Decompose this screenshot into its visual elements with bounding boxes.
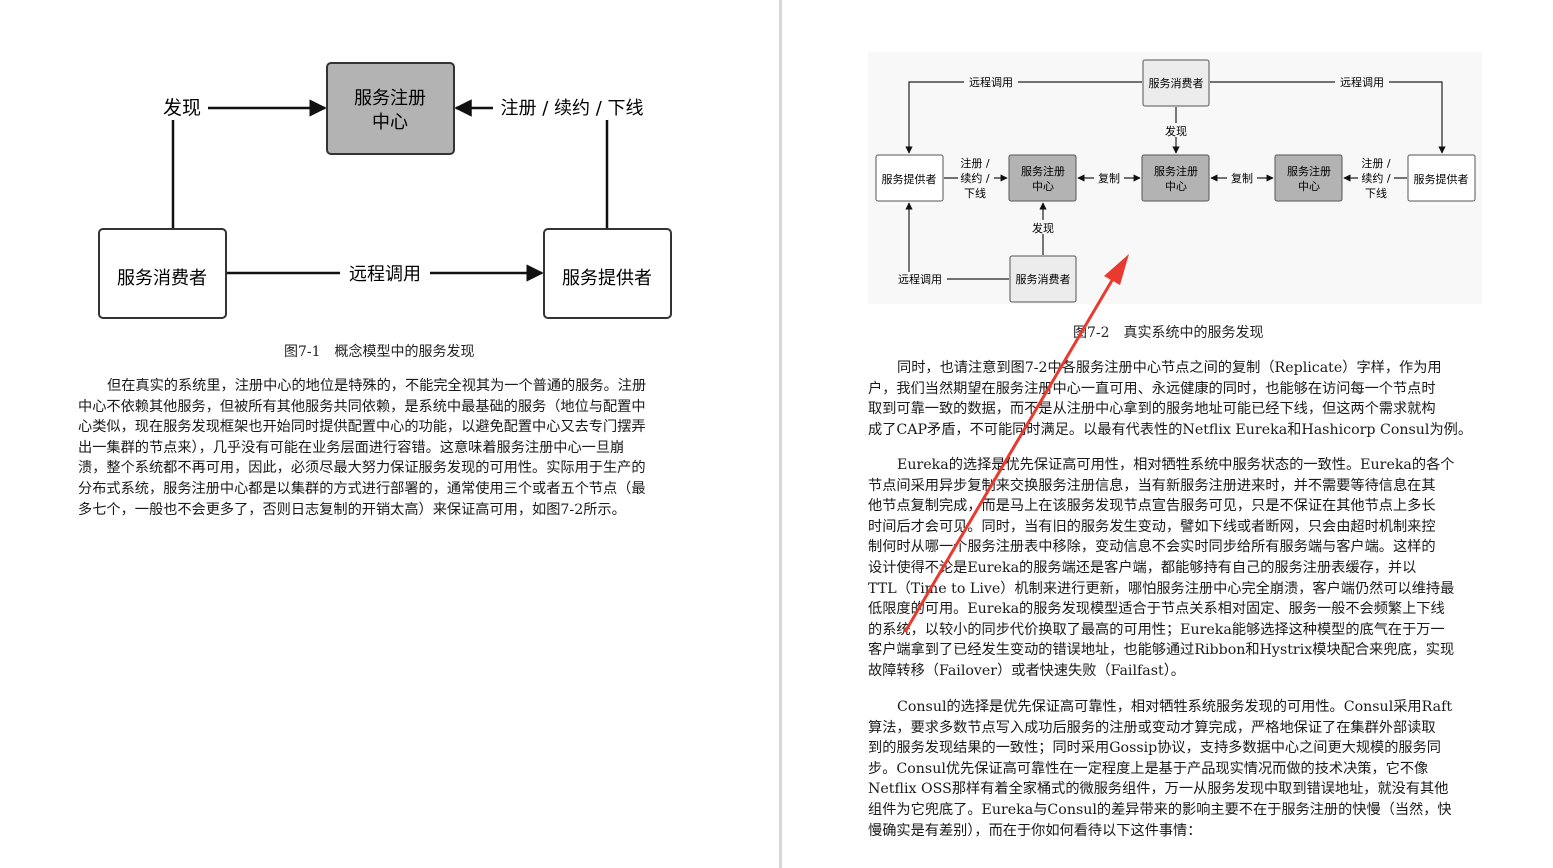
- text-line: 多七个，一般也不会更多了，否则日志复制的开销太高）来保证高可用，如图7-2所示。: [78, 501, 626, 518]
- fig2-provider-right: 服务提供者: [1407, 154, 1476, 202]
- text-line: Netflix OSS那样有着全家桶式的微服务组件，万一从服务发现中取到错误地址…: [868, 781, 1449, 798]
- text-line: 到的服务发现结果的一致性；同时采用Gossip协议，支持多数据中心之间更大规模的…: [868, 740, 1441, 757]
- text-line: 分布式系统，服务注册中心都是以集群的方式进行部署的，通常使用三个或者五个节点（最: [78, 480, 646, 497]
- fig1-register-edge: 注册 / 续约 / 下线: [454, 94, 649, 228]
- text-line: 他节点复制完成，而是马上在该服务发现节点宣告服务可见，只是不保证在其他节点上多长: [868, 498, 1436, 515]
- text-line: 算法，要求多数节点写入成功后服务的注册或变动才算完成，严格地保证了在集群外部读取: [868, 719, 1436, 736]
- fig2-registry-right: 服务注册 中心: [1274, 154, 1343, 202]
- fig1-provider-label: 服务提供者: [562, 268, 652, 289]
- fig2-registry-right-label-1: 服务注册: [1287, 164, 1331, 178]
- text-line: 制何时从哪一个服务注册表中移除，变动信息不会实时同步给所有服务端与客户端。这样的: [868, 539, 1436, 556]
- left-paragraph: 但在真实的系统里，注册中心的地位是特殊的，不能完全视其为一个普通的服务。注册 中…: [78, 376, 646, 520]
- text-line: 步。Consul优先保证高可靠性在一定程度上是基于产品现实情况而做的技术决策，它…: [868, 760, 1429, 777]
- text-line: 成了CAP矛盾，不可能同时满足。以最有代表性的Netflix Eureka和Ha…: [868, 421, 1473, 438]
- text-line: 取到可靠一致的数据，而不是从注册中心拿到的服务地址可能已经下线，但这两个需求就构: [868, 401, 1436, 418]
- fig2-discover-label-bottom: 发现: [1032, 221, 1054, 235]
- fig2-provider-left-label: 服务提供者: [882, 172, 937, 186]
- text-line: 同时，也请注意到图7-2中各服务注册中心节点之间的复制（Replicate）字样…: [897, 360, 1442, 376]
- text-line: 出一集群的节点来），几乎没有可能在业务层面进行容错。这意味着服务注册中心一旦崩: [78, 439, 625, 456]
- text-line: 故障转移（Failover）或者快速失败（Failfast）。: [868, 662, 1185, 679]
- fig2-registry-left-label-2: 中心: [1032, 180, 1054, 193]
- page-divider: [779, 0, 782, 868]
- text-line: 中心不依赖其他服务，但被所有其他服务共同依赖，是系统中最基础的服务（地位与配置中: [78, 398, 646, 415]
- text-line: 设计使得不论是Eureka的服务端还是客户端，都能够持有自己的服务注册表缓存，并…: [868, 559, 1417, 576]
- fig2-replicate-label-right: 复制: [1231, 171, 1253, 185]
- fig2-registry-center: 服务注册 中心: [1141, 154, 1210, 202]
- fig2-provider-right-label: 服务提供者: [1414, 172, 1469, 186]
- fig2-register-right-1: 注册 /: [1361, 156, 1390, 170]
- fig1-registry-node: 服务注册 中心: [326, 62, 455, 155]
- fig1-registry-label-1: 服务注册: [354, 88, 426, 109]
- fig2-discover-edge-top: 发现: [1162, 107, 1190, 154]
- fig2-rpc-label-top-left: 远程调用: [969, 76, 1013, 89]
- text-line: 慢确实是有差别），而在于你如何看待以下这件事情：: [868, 822, 1202, 839]
- fig2-consumer-bottom-label: 服务消费者: [1016, 272, 1071, 286]
- text-line: 客户端拿到了已经发生变动的错误地址，也能够通过Ribbon和Hystrix模块配…: [868, 642, 1455, 659]
- fig2-register-right-3: 下线: [1365, 186, 1387, 200]
- figure-7-2: 服务消费者 服务消费者 服务提供者 服务提供者 服务注册 中心 服务注册 中心: [868, 52, 1482, 304]
- text-line: TTL（Time to Live）机制来进行更新，哪怕服务注册中心完全崩溃，客户…: [868, 580, 1455, 597]
- right-paragraph-2: Eureka的选择是优先保证高可用性，相对牺牲系统中服务状态的一致性。Eurek…: [868, 455, 1454, 682]
- fig2-registry-right-label-2: 中心: [1298, 180, 1320, 193]
- fig1-consumer-node: 服务消费者: [98, 228, 227, 319]
- fig1-rpc-edge: 远程调用: [227, 260, 544, 286]
- fig2-rpc-edge-top-right: 远程调用: [1210, 75, 1446, 154]
- fig2-registry-left-label-1: 服务注册: [1021, 164, 1065, 178]
- text-line: 溃，整个系统都不再可用，因此，必须尽最大努力保证服务发现的可用性。实际用于生产的: [78, 460, 646, 477]
- figure-7-2-caption: 图7-2 真实系统中的服务发现: [1073, 325, 1264, 341]
- fig2-discover-label-top: 发现: [1165, 124, 1187, 138]
- right-paragraph-1: 同时，也请注意到图7-2中各服务注册中心节点之间的复制（Replicate）字样…: [868, 358, 1472, 440]
- fig2-rpc-label-top-right: 远程调用: [1340, 76, 1384, 89]
- fig2-discover-edge-bottom: 发现: [1029, 202, 1057, 255]
- text-line: Consul的选择是优先保证高可靠性，相对牺牲系统服务发现的可用性。Consul…: [897, 699, 1453, 715]
- text-line: 心类似，现在服务发现框架也开始同时提供配置中心的功能，以避免配置中心又去专门摆弄: [78, 419, 646, 436]
- fig2-consumer-top: 服务消费者: [1142, 59, 1210, 107]
- text-line: 低限度的可用。Eureka的服务发现模型适合于节点关系相对固定、服务一般不会频繁…: [868, 601, 1445, 618]
- fig1-register-label: 注册 / 续约 / 下线: [500, 98, 643, 119]
- left-page: 服务注册 中心 服务消费者 服务提供者 发现 注册 / 续约 / 下线 远程调用: [78, 62, 672, 520]
- text-line: 节点间采用异步复制来交换服务注册信息，当有新服务注册进来时，并不需要等待信息在其: [868, 477, 1436, 494]
- fig2-rpc-label-bottom: 远程调用: [898, 273, 942, 286]
- fig2-register-edge-right: 注册 / 续约 / 下线: [1343, 155, 1407, 201]
- right-page: 服务消费者 服务消费者 服务提供者 服务提供者 服务注册 中心 服务注册 中心: [782, 0, 1553, 868]
- fig2-register-right-2: 续约 /: [1361, 171, 1390, 185]
- fig2-registry-center-label-2: 中心: [1165, 180, 1187, 193]
- fig2-registry-center-label-1: 服务注册: [1154, 164, 1198, 178]
- fig1-discover-edge: 发现: [156, 94, 327, 228]
- fig2-register-left-2: 续约 /: [960, 171, 989, 185]
- fig1-discover-label: 发现: [163, 97, 201, 119]
- fig1-consumer-label: 服务消费者: [117, 268, 207, 289]
- fig2-consumer-top-label: 服务消费者: [1149, 76, 1204, 90]
- figure-7-1: 服务注册 中心 服务消费者 服务提供者 发现 注册 / 续约 / 下线 远程调用: [98, 62, 672, 319]
- fig1-rpc-label: 远程调用: [349, 264, 421, 285]
- fig2-replicate-edge-right: 复制: [1210, 171, 1274, 185]
- fig2-rpc-edge-top-left: 远程调用: [905, 75, 1142, 154]
- fig2-replicate-edge-left: 复制: [1077, 171, 1141, 185]
- fig2-provider-left: 服务提供者: [875, 154, 944, 202]
- fig1-provider-node: 服务提供者: [543, 228, 672, 319]
- text-line: 组件为它兜底了。Eureka与Consul的差异带来的影响主要不在于服务注册的快…: [868, 801, 1452, 818]
- text-line: 户，我们当然期望在服务注册中心一直可用、永远健康的同时，也能够在访问每一个节点时: [868, 380, 1436, 397]
- fig2-replicate-label-left: 复制: [1098, 171, 1120, 185]
- text-line: Eureka的选择是优先保证高可用性，相对牺牲系统中服务状态的一致性。Eurek…: [897, 457, 1455, 473]
- text-line: 的系统，以较小的同步代价换取了最高的可用性；Eureka能够选择这种模型的底气在…: [868, 621, 1445, 638]
- text-line: 但在真实的系统里，注册中心的地位是特殊的，不能完全视其为一个普通的服务。注册: [107, 378, 647, 394]
- fig2-register-left-1: 注册 /: [960, 156, 989, 170]
- fig2-register-edge-left: 注册 / 续约 / 下线: [944, 155, 1008, 201]
- fig2-consumer-bottom: 服务消费者: [1009, 255, 1077, 303]
- fig2-registry-left: 服务注册 中心: [1008, 154, 1077, 202]
- fig2-register-left-3: 下线: [964, 186, 986, 200]
- fig1-registry-label-2: 中心: [372, 112, 408, 133]
- text-line: 时间后才会可见。同时，当有旧的服务发生变动，譬如下线或者断网，只会由超时机制来控: [868, 518, 1436, 535]
- right-paragraph-3: Consul的选择是优先保证高可靠性，相对牺牲系统服务发现的可用性。Consul…: [868, 697, 1452, 841]
- figure-7-1-caption: 图7-1 概念模型中的服务发现: [284, 344, 475, 360]
